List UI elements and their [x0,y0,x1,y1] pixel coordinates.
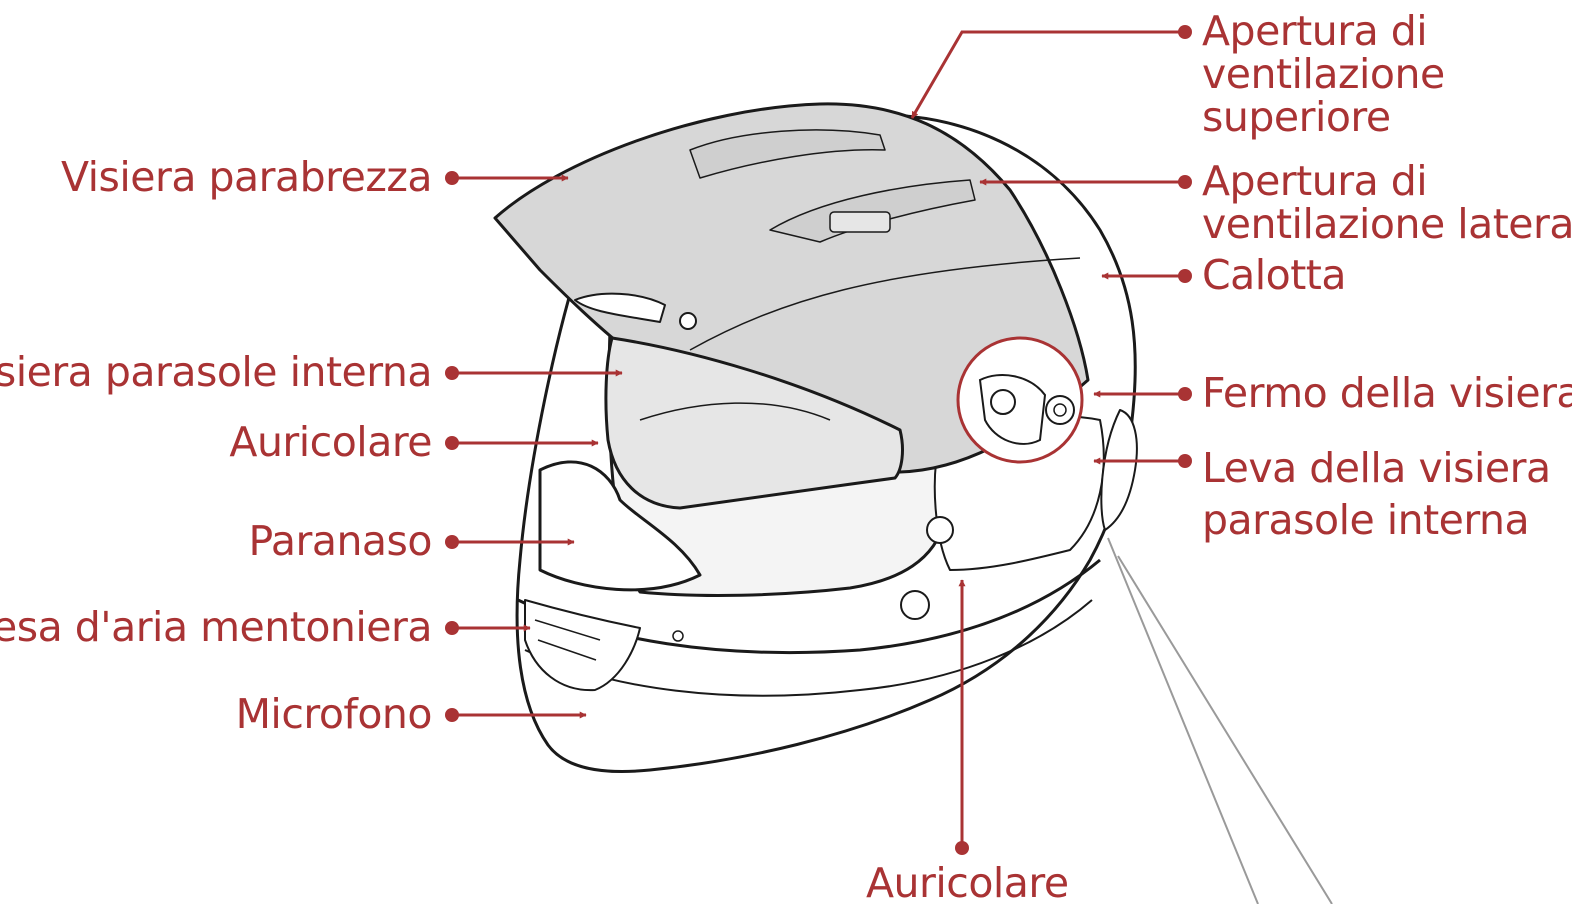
dot-side-vent [1178,175,1192,189]
label-earpiece-bottom: Auricolare [866,862,1069,905]
dot-nose-guard [445,535,459,549]
dot-earpiece-bottom [955,841,969,855]
dot-shell [1178,269,1192,283]
device-guide-lines [1108,538,1332,904]
label-top-vent-line1: Apertura di [1202,10,1445,53]
label-nose-guard: Paranaso [248,520,432,563]
dot-chin-vent [445,621,459,635]
dot-visor-latch [1178,387,1192,401]
label-top-vent-line3: superiore [1202,96,1445,139]
label-side-vent-line1: Apertura di [1202,160,1572,203]
label-windshield-visor: Visiera parabrezza [61,156,432,199]
label-side-vent: Apertura di ventilazione laterale [1202,160,1572,246]
label-sun-visor-lever-line2: parasole interna [1202,494,1551,546]
dot-earpiece-left [445,436,459,450]
dot-sun-visor-lever [1178,454,1192,468]
dot-inner-sun-visor [445,366,459,380]
leader-top-vent [912,32,1184,118]
dot-windshield-visor [445,171,459,185]
label-microphone: Microfono [236,693,432,736]
label-inner-sun-visor: Visiera parasole interna [0,351,432,394]
dot-microphone [445,708,459,722]
label-side-vent-line2: ventilazione laterale [1202,203,1572,246]
dot-top-vent [1178,25,1192,39]
label-sun-visor-lever: Leva della visiera parasole interna [1202,442,1551,546]
label-top-vent-line2: ventilazione [1202,53,1445,96]
label-chin-vent: Presa d'aria mentoniera [0,606,432,649]
label-visor-latch: Fermo della visiera [1202,372,1572,415]
label-top-vent: Apertura di ventilazione superiore [1202,10,1445,139]
label-shell: Calotta [1202,254,1346,297]
visor-latch-highlight [958,338,1082,462]
label-earpiece-left: Auricolare [229,421,432,464]
label-sun-visor-lever-line1: Leva della visiera [1202,442,1551,494]
